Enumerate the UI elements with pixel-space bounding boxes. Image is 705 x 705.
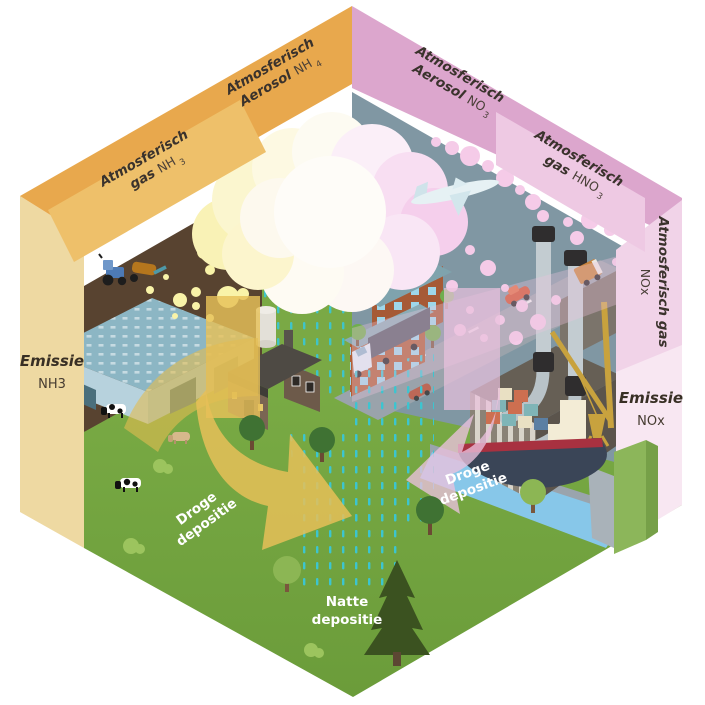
trees bbox=[123, 415, 546, 666]
svg-text:Atmosferisch gas: Atmosferisch gas bbox=[655, 215, 671, 347]
panel-gas-hno3 bbox=[496, 112, 645, 252]
cloud bbox=[192, 112, 468, 314]
panel-gas-nh3 bbox=[48, 100, 266, 262]
cow-tan bbox=[168, 432, 190, 444]
svg-text:NOx: NOx bbox=[637, 414, 665, 429]
tractor bbox=[98, 253, 167, 286]
cows bbox=[101, 404, 190, 492]
car-red bbox=[505, 285, 531, 307]
pine-tree bbox=[364, 560, 430, 666]
ship-bridge bbox=[548, 400, 586, 444]
label-emissie-nox: Emissie NOx bbox=[619, 389, 683, 429]
green-slab bbox=[614, 440, 658, 554]
svg-text:Natte: Natte bbox=[326, 594, 368, 610]
tree bbox=[416, 496, 444, 535]
airplane-icon bbox=[411, 177, 499, 216]
ship-hull bbox=[458, 442, 607, 488]
svg-text:depositie: depositie bbox=[312, 612, 383, 628]
svg-text:3: 3 bbox=[178, 157, 188, 168]
silo bbox=[256, 306, 276, 348]
label-wet-deposition: Natte depositie bbox=[312, 594, 383, 628]
rain-right bbox=[352, 352, 434, 540]
van-orange bbox=[573, 258, 603, 286]
cow bbox=[115, 478, 141, 492]
cow bbox=[101, 404, 126, 418]
ship-stripe bbox=[458, 438, 603, 453]
containers bbox=[486, 388, 548, 430]
svg-text:4: 4 bbox=[315, 59, 325, 70]
svg-text:NOx: NOx bbox=[638, 269, 653, 296]
tree bbox=[273, 556, 301, 592]
svg-text:Emissie: Emissie bbox=[619, 389, 683, 407]
bush bbox=[153, 459, 173, 474]
svg-text:3: 3 bbox=[481, 110, 491, 121]
container-ship bbox=[458, 388, 607, 488]
nh3-flow-arrow bbox=[124, 296, 352, 550]
tree bbox=[309, 427, 335, 462]
tree bbox=[520, 479, 546, 513]
wall-emissie-nh3 bbox=[20, 196, 84, 548]
svg-text:NH3: NH3 bbox=[38, 377, 66, 392]
quay bbox=[588, 466, 614, 548]
bush bbox=[123, 538, 145, 554]
label-emissie-nh3: Emissie NH3 bbox=[20, 352, 84, 392]
label-gas-nox: Atmosferisch gas NOx bbox=[638, 215, 671, 347]
bush bbox=[304, 643, 324, 658]
nox-flow-arrow bbox=[352, 256, 618, 514]
svg-text:3: 3 bbox=[594, 191, 604, 202]
tree bbox=[239, 415, 265, 450]
svg-text:Emissie: Emissie bbox=[20, 352, 84, 370]
